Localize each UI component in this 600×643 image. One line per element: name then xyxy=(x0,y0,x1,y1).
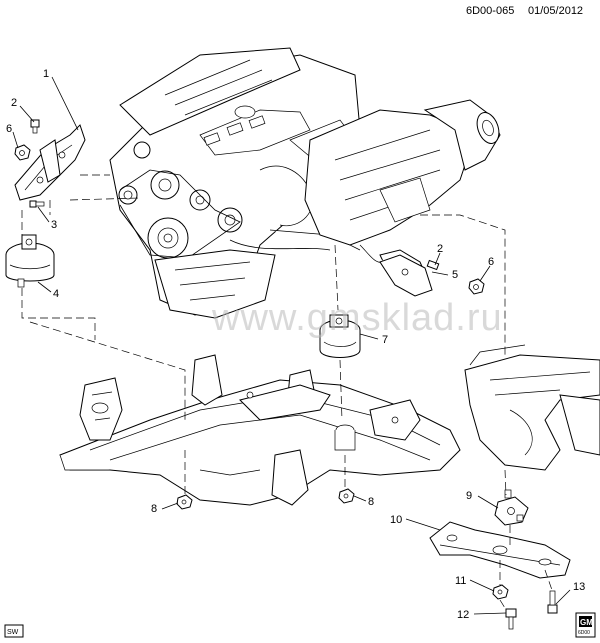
callout-8-right: 8 xyxy=(368,496,374,508)
leader-lines xyxy=(12,76,571,615)
bolt-12 xyxy=(505,608,517,630)
svg-text:6D00: 6D00 xyxy=(578,630,590,636)
bolt-13 xyxy=(547,590,558,614)
callout-8-left: 8 xyxy=(151,503,157,515)
nut-6-right xyxy=(468,278,485,295)
callout-6-right: 6 xyxy=(488,256,494,268)
gm-logo-badge: GM 6D00 xyxy=(575,612,596,638)
bolt-2-left xyxy=(30,119,40,134)
svg-text:GM: GM xyxy=(580,618,593,627)
engine-mount-bracket-right xyxy=(379,254,433,297)
nut-8-right xyxy=(338,488,355,504)
callout-9: 9 xyxy=(466,490,472,502)
callout-4: 4 xyxy=(53,288,59,300)
engine-mount-7 xyxy=(319,314,361,358)
nut-6-left xyxy=(14,144,31,161)
callout-13: 13 xyxy=(573,581,585,593)
sw-badge: SW xyxy=(4,624,24,638)
callout-10: 10 xyxy=(390,514,402,526)
body-frame-rail xyxy=(464,344,600,471)
watermark: www.gmsklad.ru xyxy=(211,297,503,339)
engine-mount-bracket-left xyxy=(14,124,86,201)
callout-7: 7 xyxy=(382,334,388,346)
engine-assembly xyxy=(109,47,361,319)
transmission-support-10 xyxy=(429,521,571,579)
engine-mount-4 xyxy=(5,234,55,288)
callout-2-left: 2 xyxy=(11,97,17,109)
transmission-mount-9 xyxy=(494,489,529,526)
diagram-id: 6D00-065 xyxy=(466,5,514,17)
callout-6-left: 6 xyxy=(6,123,12,135)
svg-text:SW: SW xyxy=(7,629,19,636)
bolt-3 xyxy=(29,200,45,208)
callout-labels: 1 2 6 3 4 2 5 6 7 8 8 9 10 11 12 13 xyxy=(6,68,585,621)
callout-2-right: 2 xyxy=(437,243,443,255)
nut-8-left xyxy=(176,494,193,510)
alignment-lines xyxy=(21,174,553,609)
front-cradle-frame xyxy=(59,354,461,506)
callout-12: 12 xyxy=(457,609,469,621)
diagram-date: 01/05/2012 xyxy=(528,5,583,17)
bolt-2-right xyxy=(426,259,440,271)
callout-1: 1 xyxy=(43,68,49,80)
callout-3: 3 xyxy=(51,219,57,231)
callout-5: 5 xyxy=(452,269,458,281)
nut-11 xyxy=(492,584,509,600)
callout-11: 11 xyxy=(455,575,466,587)
